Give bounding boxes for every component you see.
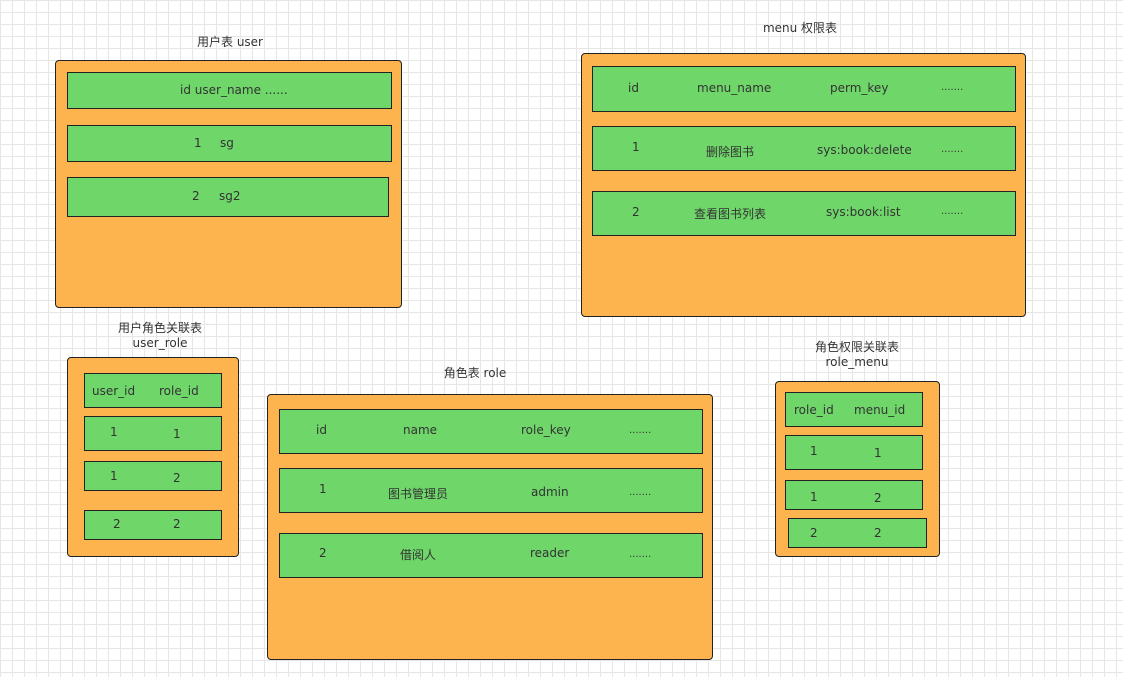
user-role-row: 1 1 bbox=[84, 416, 222, 451]
user-role-role-id-cell: 2 bbox=[173, 517, 181, 531]
role-menu-row: 1 1 bbox=[785, 435, 923, 470]
user-id-cell: 1 bbox=[194, 136, 202, 150]
role-table-title: 角色表 role bbox=[443, 366, 507, 380]
menu-table-title: menu 权限表 bbox=[762, 21, 838, 35]
role-key-cell: admin bbox=[531, 485, 569, 499]
role-table-row: 2 借阅人 reader ....... bbox=[279, 533, 703, 578]
role-menu-row: 1 2 bbox=[785, 480, 923, 510]
role-menu-table-title: 角色权限关联表 role_menu bbox=[792, 340, 922, 370]
menu-id-cell: id bbox=[628, 81, 639, 95]
menu-more-cell: ....... bbox=[941, 144, 964, 155]
menu-more-cell: ....... bbox=[941, 206, 964, 217]
user-table-header-row: id user_name ...... bbox=[67, 72, 392, 109]
user-role-role-id-cell: 2 bbox=[173, 471, 181, 485]
role-key-cell: role_key bbox=[521, 423, 571, 437]
role-name-cell: 借阅人 bbox=[400, 548, 437, 562]
user-role-user-id-cell: 1 bbox=[110, 469, 118, 483]
user-role-header-row: user_id role_id bbox=[84, 373, 222, 408]
user-role-title-line2: user_role bbox=[132, 336, 188, 350]
role-name-cell: name bbox=[403, 423, 438, 437]
user-role-role-id-cell: 1 bbox=[173, 427, 181, 441]
role-menu-row: 2 2 bbox=[788, 518, 927, 548]
role-name-cell: 图书管理员 bbox=[388, 487, 449, 501]
user-role-row: 1 2 bbox=[84, 461, 222, 491]
menu-name-cell: menu_name bbox=[697, 81, 772, 95]
role-menu-role-id-cell: 1 bbox=[810, 490, 818, 504]
role-id-cell: 1 bbox=[319, 482, 327, 496]
menu-name-cell: 删除图书 bbox=[706, 145, 755, 159]
role-menu-role-id-cell: 2 bbox=[810, 526, 818, 540]
role-table-header-row: id name role_key ....... bbox=[279, 409, 703, 454]
menu-perm-key-cell: sys:book:delete bbox=[817, 143, 912, 157]
role-menu-menu-id-cell: 1 bbox=[874, 446, 882, 460]
user-name-cell: sg2 bbox=[219, 189, 241, 203]
menu-perm-key-cell: perm_key bbox=[830, 81, 889, 95]
menu-perm-key-cell: sys:book:list bbox=[826, 205, 901, 219]
menu-table-row: 2 查看图书列表 sys:book:list ....... bbox=[592, 191, 1016, 236]
user-table-row: 2 sg2 bbox=[67, 177, 389, 217]
menu-table-header-row: id menu_name perm_key ....... bbox=[592, 66, 1016, 112]
user-table-header-text: id user_name ...... bbox=[180, 83, 288, 97]
role-more-cell: ....... bbox=[629, 425, 652, 436]
role-menu-header-row: role_id menu_id bbox=[785, 392, 923, 427]
menu-table-row: 1 删除图书 sys:book:delete ....... bbox=[592, 126, 1016, 171]
role-id-cell: id bbox=[316, 423, 327, 437]
menu-id-cell: 2 bbox=[632, 205, 640, 219]
user-role-role-id-cell: role_id bbox=[159, 384, 199, 398]
role-table-row: 1 图书管理员 admin ....... bbox=[279, 468, 703, 513]
role-menu-menu-id-cell: menu_id bbox=[854, 403, 906, 417]
user-role-title-line1: 用户角色关联表 bbox=[117, 321, 202, 335]
user-role-user-id-cell: user_id bbox=[92, 384, 136, 398]
user-id-cell: 2 bbox=[192, 189, 200, 203]
user-role-row: 2 2 bbox=[84, 510, 222, 540]
role-menu-title-line2: role_menu bbox=[825, 355, 889, 369]
role-menu-menu-id-cell: 2 bbox=[874, 526, 882, 540]
user-name-cell: sg bbox=[220, 136, 234, 150]
role-menu-role-id-cell: role_id bbox=[794, 403, 834, 417]
user-role-table-title: 用户角色关联表 user_role bbox=[95, 321, 225, 351]
role-menu-role-id-cell: 1 bbox=[810, 444, 818, 458]
role-more-cell: ....... bbox=[629, 487, 652, 498]
role-more-cell: ....... bbox=[629, 549, 652, 560]
role-id-cell: 2 bbox=[319, 546, 327, 560]
user-table-row: 1 sg bbox=[67, 125, 392, 162]
menu-more-cell: ....... bbox=[941, 82, 964, 93]
role-menu-menu-id-cell: 2 bbox=[874, 491, 882, 505]
role-menu-title-line1: 角色权限关联表 bbox=[814, 340, 899, 354]
menu-name-cell: 查看图书列表 bbox=[694, 207, 767, 221]
menu-id-cell: 1 bbox=[632, 140, 640, 154]
user-table-title: 用户表 user bbox=[197, 35, 263, 49]
role-key-cell: reader bbox=[530, 546, 570, 560]
user-role-user-id-cell: 1 bbox=[110, 425, 118, 439]
user-role-user-id-cell: 2 bbox=[113, 517, 121, 531]
